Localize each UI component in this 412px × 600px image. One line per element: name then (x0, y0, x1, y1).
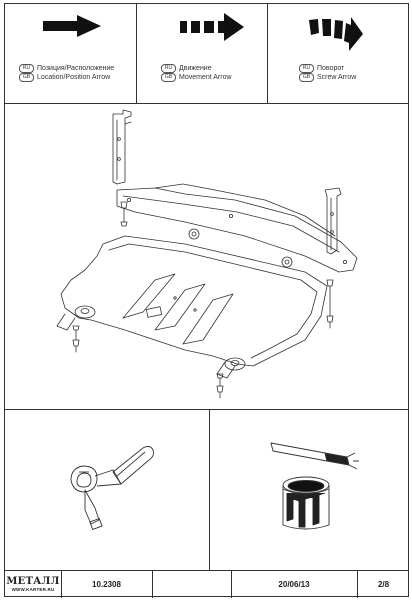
revision-date: 20/06/13 (278, 580, 310, 589)
footer-divider (5, 570, 408, 571)
header-col-divider-2 (267, 4, 268, 103)
fasteners-bottom-left (72, 325, 80, 353)
page-number: 2/8 (377, 580, 390, 589)
paint-can-brush-icon (270, 442, 359, 530)
right-bracket (324, 187, 342, 255)
lang-ru-badge: RU (161, 64, 176, 73)
header-col-divider-1 (136, 4, 137, 103)
fasteners-right (326, 279, 334, 329)
fasteners-top-left (120, 201, 128, 227)
title-block: МЕТАЛЛ WWW.KARTER.RU 10.2308 20/06/13 2/… (5, 571, 410, 598)
legend-screw-ru: Поворот (317, 65, 345, 72)
cross-member (116, 183, 358, 273)
legend-movement-en: Movement Arrow (179, 74, 232, 81)
left-bracket (112, 109, 132, 185)
lang-ru-badge: RU (299, 64, 314, 73)
lang-gb-badge: GB (161, 73, 176, 82)
legend-location-en: Location/Position Arrow (37, 74, 111, 81)
legend-movement-ru: Движение (179, 65, 212, 72)
brand-logo: МЕТАЛЛ WWW.KARTER.RU (5, 571, 61, 598)
lang-ru-badge: RU (19, 64, 34, 73)
skid-plate (56, 235, 328, 379)
fasteners-bottom-center (216, 373, 224, 399)
blank-cell (152, 571, 231, 598)
legend-screw-en: Screw Arrow (317, 74, 357, 81)
logo-text: МЕТАЛЛ (6, 576, 60, 587)
lang-gb-badge: GB (299, 73, 314, 82)
solid-arrow-icon (43, 15, 101, 37)
lang-gb-badge: GB (19, 73, 34, 82)
diagram-divider (5, 409, 408, 410)
dashed-arrow-icon (180, 13, 244, 41)
part-code: 10.2308 (92, 580, 121, 589)
ratchet-wrench-icon (70, 445, 154, 530)
header-divider (5, 103, 408, 104)
legend-location-ru: Позиция/Расположение (37, 65, 115, 72)
skid-plate-assembly-diagram (56, 109, 358, 399)
tools-divider (209, 409, 210, 570)
logo-url: WWW.KARTER.RU (11, 587, 55, 592)
curved-segmented-arrow-icon (309, 17, 363, 51)
